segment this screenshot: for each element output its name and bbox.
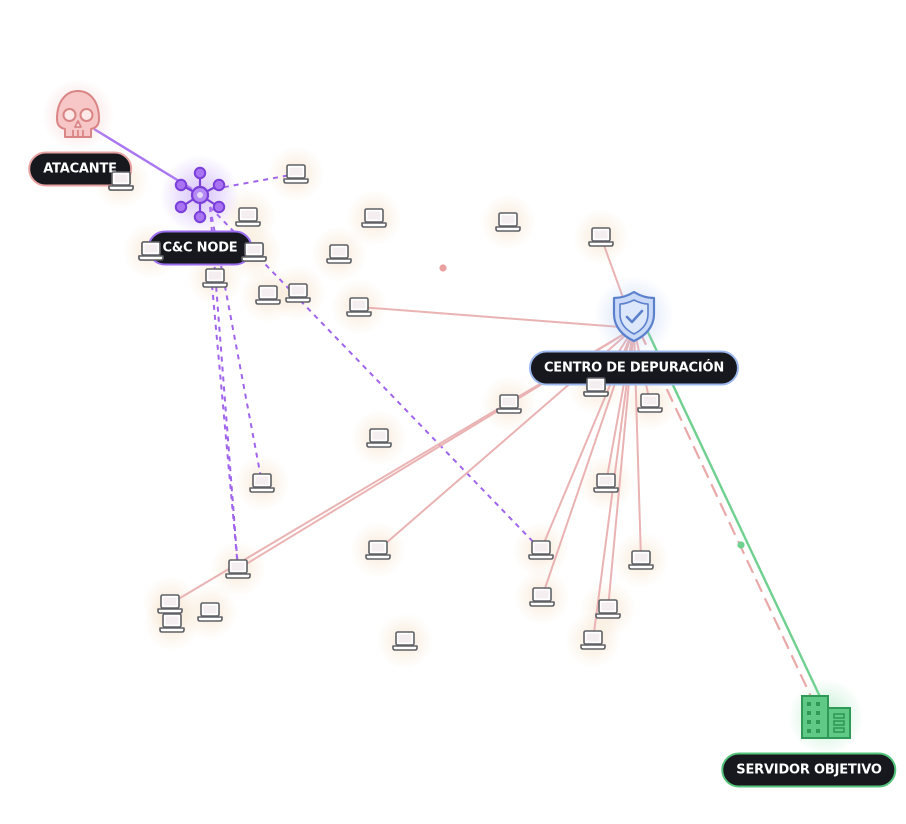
- laptop-icon: [326, 244, 352, 264]
- laptop-icon: [588, 227, 614, 247]
- scrubbing-center-label: CENTRO DE DEPURACIÓN: [528, 350, 740, 386]
- cc-node-label: C&C NODE: [147, 230, 253, 266]
- laptop-icon: [361, 208, 387, 228]
- laptop-icon: [285, 283, 311, 303]
- cc-command-link: [211, 284, 239, 570]
- laptop-icon: [241, 242, 267, 262]
- laptop-icon: [138, 241, 164, 261]
- laptop-icon: [108, 171, 134, 191]
- laptop-icon: [392, 631, 418, 651]
- laptop-icon: [496, 394, 522, 414]
- residual-traffic-link: [639, 331, 815, 704]
- laptop-icon: [529, 587, 555, 607]
- clean-traffic-link: [644, 327, 824, 702]
- shield-check-icon: [612, 290, 656, 343]
- laptop-icon: [283, 164, 309, 184]
- attack-traffic-link: [358, 306, 635, 329]
- laptop-icon: [365, 540, 391, 560]
- laptop-icon: [346, 297, 372, 317]
- network-hub-icon: [174, 166, 226, 224]
- laptop-icon: [249, 473, 275, 493]
- cc-command-link: [209, 206, 263, 484]
- laptop-icon: [593, 473, 619, 493]
- laptop-icon: [225, 559, 251, 579]
- laptop-icon: [637, 393, 663, 413]
- laptop-icon: [366, 428, 392, 448]
- laptop-icon: [235, 207, 261, 227]
- skull-icon: [56, 90, 100, 138]
- laptop-icon: [157, 594, 183, 614]
- laptop-icon: [159, 613, 185, 633]
- laptop-icon: [580, 630, 606, 650]
- laptop-icon: [197, 602, 223, 622]
- laptop-icon: [595, 599, 621, 619]
- target-server-label: SERVIDOR OBJETIVO: [721, 752, 897, 788]
- packet-dot: [737, 541, 745, 549]
- laptop-icon: [202, 268, 228, 288]
- laptop-icon: [255, 285, 281, 305]
- laptop-icon: [583, 377, 609, 397]
- laptop-icon: [628, 550, 654, 570]
- laptop-icon: [528, 540, 554, 560]
- building-icon: [801, 695, 851, 739]
- packet-dot: [439, 264, 447, 272]
- laptop-icon: [495, 212, 521, 232]
